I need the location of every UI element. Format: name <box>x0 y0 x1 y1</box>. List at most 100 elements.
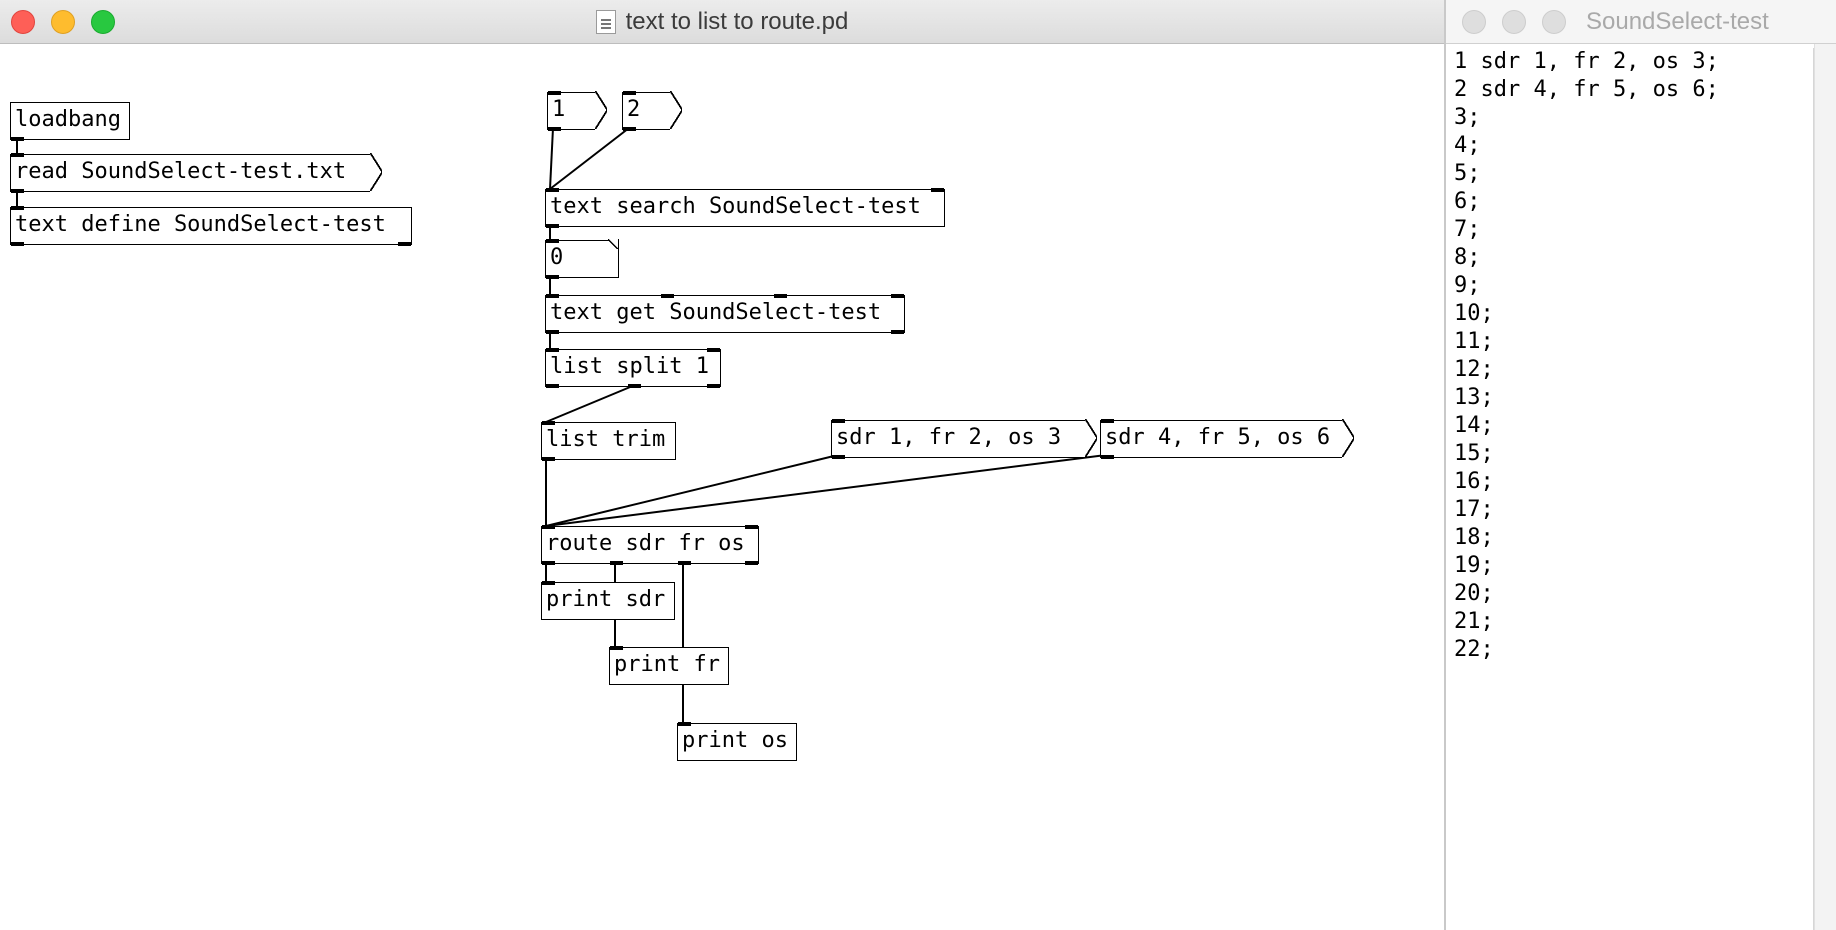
text-window-title: SoundSelect-test <box>1586 8 1769 35</box>
route-object[interactable]: route sdr fr os <box>541 525 759 565</box>
cord-num2-search <box>549 127 630 190</box>
minimize-button[interactable] <box>51 10 75 34</box>
outlet[interactable] <box>11 188 24 193</box>
inlet[interactable] <box>546 294 559 299</box>
message-2[interactable]: 2 <box>622 91 682 131</box>
outlet[interactable] <box>623 126 636 131</box>
text-line: 21; <box>1454 609 1494 634</box>
list-trim-object[interactable]: list trim <box>541 421 676 461</box>
cord-split-trim <box>545 384 636 423</box>
message-1[interactable]: 1 <box>547 91 607 131</box>
inlet[interactable] <box>661 294 674 299</box>
outlet[interactable] <box>678 560 691 565</box>
cord-msga-route <box>545 454 839 527</box>
inlet[interactable] <box>678 722 691 727</box>
patch-titlebar[interactable]: text to list to route.pd <box>0 0 1444 44</box>
outlet[interactable] <box>546 274 559 279</box>
text-search-object[interactable]: text search SoundSelect-test <box>545 188 945 228</box>
list-split-object[interactable]: list split 1 <box>545 348 721 388</box>
text-line: 19; <box>1454 553 1494 578</box>
outlet[interactable] <box>542 456 555 461</box>
text-line: 3; <box>1454 105 1481 130</box>
inlet[interactable] <box>707 348 720 353</box>
inlet[interactable] <box>546 239 559 244</box>
inlet[interactable] <box>11 153 24 158</box>
outlet[interactable] <box>832 454 845 459</box>
outlet[interactable] <box>11 136 24 141</box>
number-box-value: 0 <box>550 245 564 270</box>
message-sdr-1-label: sdr 1, fr 2, os 3 <box>836 425 1062 450</box>
outlet[interactable] <box>398 241 411 246</box>
outlet[interactable] <box>628 383 641 388</box>
read-message[interactable]: read SoundSelect-test.txt <box>10 153 382 193</box>
text-line: 13; <box>1454 385 1494 410</box>
inlet[interactable] <box>548 91 561 96</box>
inlet[interactable] <box>542 525 555 530</box>
inlet[interactable] <box>891 294 904 299</box>
inlet[interactable] <box>1101 419 1114 424</box>
text-line: 4; <box>1454 133 1481 158</box>
text-line: 1 sdr 1, fr 2, os 3; <box>1454 49 1719 74</box>
scrollbar[interactable] <box>1814 44 1836 930</box>
print-fr-object[interactable]: print fr <box>609 646 729 685</box>
print-sdr-object[interactable]: print sdr <box>541 581 675 620</box>
text-line: 15; <box>1454 441 1494 466</box>
outlet[interactable] <box>546 383 559 388</box>
inlet[interactable] <box>774 294 787 299</box>
outlet[interactable] <box>1101 454 1114 459</box>
text-line: 9; <box>1454 273 1481 298</box>
outlet[interactable] <box>542 560 555 565</box>
cord-num1-search <box>549 127 554 190</box>
inlet[interactable] <box>11 206 24 211</box>
text-line: 7; <box>1454 217 1481 242</box>
outlet[interactable] <box>707 383 720 388</box>
inlet[interactable] <box>542 581 555 586</box>
inlet[interactable] <box>546 348 559 353</box>
text-line: 18; <box>1454 525 1494 550</box>
outlet[interactable] <box>11 241 24 246</box>
text-window: SoundSelect-test 1 sdr 1, fr 2, os 3;2 s… <box>1446 0 1836 930</box>
text-line: 8; <box>1454 245 1481 270</box>
message-sdr-1[interactable]: sdr 1, fr 2, os 3 <box>831 419 1097 459</box>
text-define-object[interactable]: text define SoundSelect-test <box>10 206 412 246</box>
print-os-object[interactable]: print os <box>677 722 797 761</box>
zoom-button[interactable] <box>91 10 115 34</box>
message-sdr-4[interactable]: sdr 4, fr 5, os 6 <box>1100 419 1354 459</box>
text-window-titlebar[interactable]: SoundSelect-test <box>1446 0 1836 44</box>
zoom-button[interactable] <box>1542 10 1566 34</box>
print-sdr-label: print sdr <box>546 587 666 612</box>
inlet[interactable] <box>832 419 845 424</box>
print-fr-label: print fr <box>614 652 720 677</box>
cord-msgb-route <box>545 454 1107 527</box>
inlet[interactable] <box>546 188 559 193</box>
minimize-button[interactable] <box>1502 10 1526 34</box>
inlet[interactable] <box>610 646 623 651</box>
text-get-object[interactable]: text get SoundSelect-test <box>545 294 905 334</box>
text-content[interactable]: 1 sdr 1, fr 2, os 3;2 sdr 4, fr 5, os 6;… <box>1454 48 1814 930</box>
inlet[interactable] <box>623 91 636 96</box>
close-button[interactable] <box>1462 10 1486 34</box>
outlet[interactable] <box>891 329 904 334</box>
outlet[interactable] <box>546 329 559 334</box>
inlet[interactable] <box>542 421 555 426</box>
inlet[interactable] <box>745 525 758 530</box>
window-title: text to list to route.pd <box>625 8 849 35</box>
text-line: 16; <box>1454 469 1494 494</box>
loadbang-object[interactable]: loadbang <box>10 102 130 141</box>
window-title-group: text to list to route.pd <box>0 0 1444 44</box>
outlet[interactable] <box>610 560 623 565</box>
inlet[interactable] <box>931 188 944 193</box>
patch-window: text to list to route.pd <box>0 0 1446 930</box>
list-split-label: list split 1 <box>550 354 709 379</box>
text-line: 14; <box>1454 413 1494 438</box>
text-search-label: text search SoundSelect-test <box>550 194 921 219</box>
close-button[interactable] <box>11 10 35 34</box>
patch-canvas[interactable]: loadbang read SoundSelect-test.txt text … <box>0 44 1444 930</box>
text-line: 11; <box>1454 329 1494 354</box>
outlet[interactable] <box>546 223 559 228</box>
outlet[interactable] <box>548 126 561 131</box>
text-line: 10; <box>1454 301 1494 326</box>
number-box[interactable]: 0 <box>545 239 619 279</box>
outlet[interactable] <box>745 560 758 565</box>
loadbang-label: loadbang <box>15 107 121 132</box>
